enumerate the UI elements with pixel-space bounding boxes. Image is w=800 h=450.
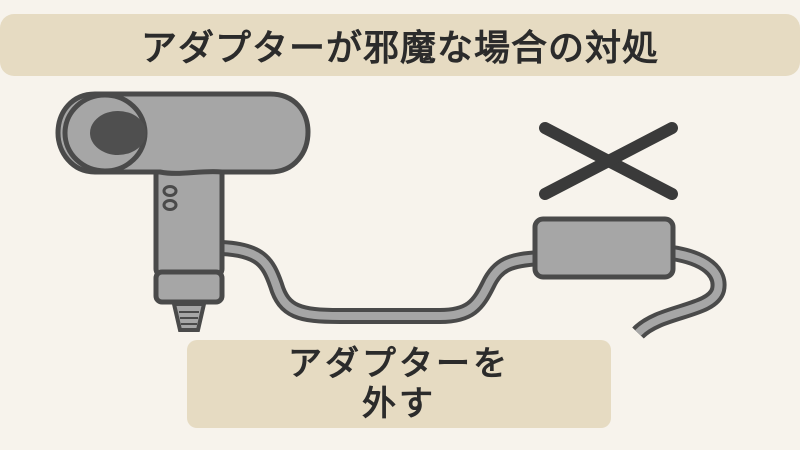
caption-line-1: アダプターを [288, 344, 510, 384]
power-adapter-icon [532, 216, 676, 280]
title-banner: アダプターが邪魔な場合の対処 [0, 14, 800, 76]
cord-right [632, 245, 727, 340]
page-title: アダプターが邪魔な場合の対処 [140, 28, 659, 69]
caption-box: アダプターを 外す [187, 340, 611, 428]
cross-mark-icon [539, 122, 678, 200]
cord-left [214, 240, 548, 324]
hair-dryer-icon [55, 91, 311, 332]
caption-line-2: 外す [362, 384, 436, 424]
